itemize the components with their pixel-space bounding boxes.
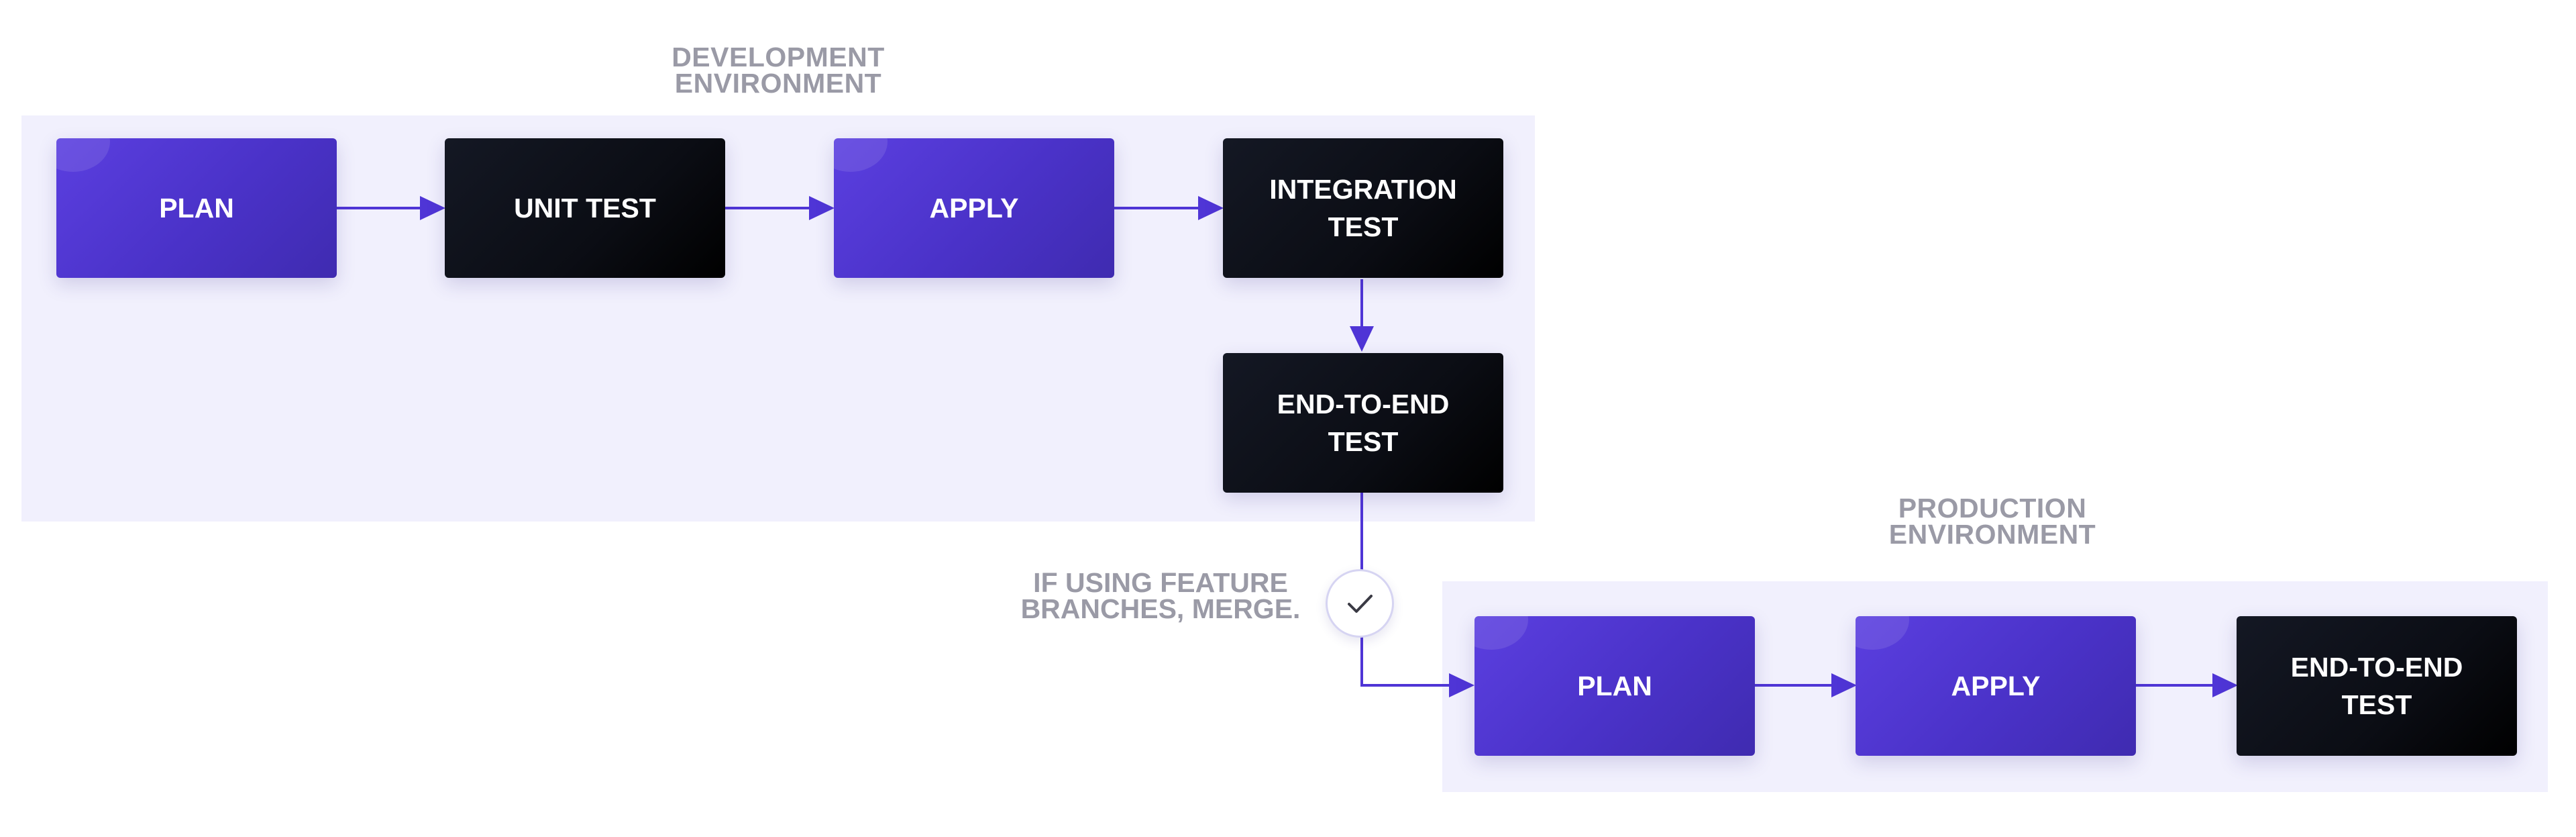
arrowhead-unit-test — [420, 196, 445, 220]
prod-apply-label: APPLY — [1951, 671, 2041, 701]
dev-integration-test-node: INTEGRATION TEST — [1223, 138, 1503, 278]
prod-plan-node: PLAN — [1474, 616, 1755, 756]
dev-plan-label: PLAN — [159, 193, 234, 224]
development-environment-label: DEVELOPMENT ENVIRONMENT — [672, 42, 885, 99]
production-environment-label: PRODUCTION ENVIRONMENT — [1888, 493, 2096, 550]
dev-apply-node: APPLY — [834, 138, 1114, 278]
merge-note: IF USING FEATURE BRANCHES, MERGE. — [1020, 567, 1301, 624]
dev-e2e-test-node: END-TO-END TEST — [1223, 353, 1503, 493]
prod-e2e-test-node: END-TO-END TEST — [2237, 616, 2517, 756]
prod-e2e-test-label: END-TO-END TEST — [2290, 652, 2463, 720]
dev-plan-node: PLAN — [56, 138, 337, 278]
merge-checkpoint — [1326, 569, 1394, 638]
dev-e2e-test-label: END-TO-END TEST — [1277, 389, 1450, 457]
dev-unit-test-label: UNIT TEST — [514, 193, 656, 224]
arrowhead-prod-e2e — [2212, 673, 2238, 697]
arrow-e2e-to-production-plan — [1360, 493, 1449, 687]
dev-unit-test-node: UNIT TEST — [445, 138, 725, 278]
arrowhead-e2e — [1350, 326, 1374, 352]
arrowhead-integration-test — [1198, 196, 1224, 220]
checkmark-icon — [1348, 595, 1373, 613]
arrowhead-apply — [809, 196, 835, 220]
arrowhead-prod-plan — [1449, 673, 1474, 697]
prod-plan-label: PLAN — [1577, 671, 1652, 701]
dev-apply-label: APPLY — [929, 193, 1019, 224]
arrowhead-prod-apply — [1831, 673, 1857, 697]
prod-apply-node: APPLY — [1856, 616, 2136, 756]
dev-integration-test-label: INTEGRATION TEST — [1269, 174, 1457, 242]
